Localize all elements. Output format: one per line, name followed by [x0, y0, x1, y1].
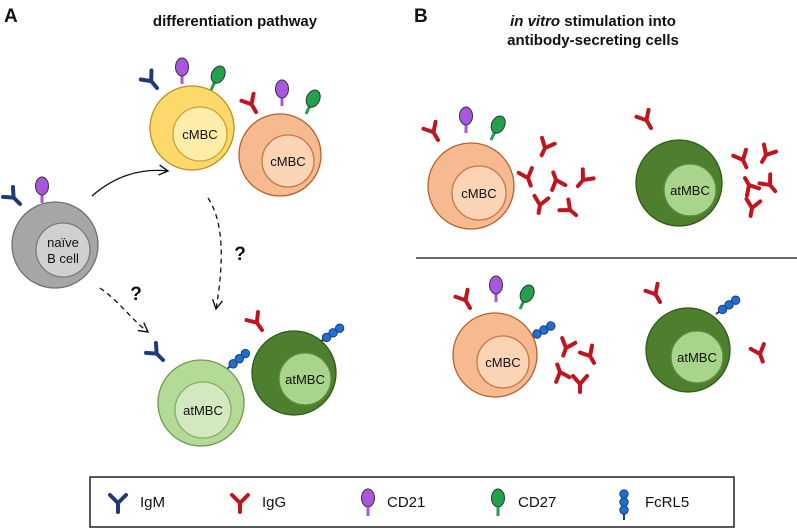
cd27-icon: [483, 112, 510, 145]
atmbc-dark-b-top-inner: [663, 163, 717, 217]
secreted-igg-cluster-1: [516, 135, 596, 223]
cd21-icon: [274, 78, 290, 108]
igg-icon: [453, 287, 479, 314]
naive-cell-label-line1: naïve: [47, 235, 79, 250]
panel-b-letter: B: [414, 6, 428, 27]
igg-icon: [244, 310, 270, 337]
igm-icon: [146, 343, 168, 365]
igg-icon: [554, 336, 578, 360]
legend-label-cd21: CD21: [387, 494, 425, 511]
igg-icon: [421, 119, 447, 146]
secreted-igg-cluster-3: [548, 336, 603, 394]
atmbc-dark-b-top-label: atMBC: [670, 183, 710, 198]
legend-label-cd27: CD27: [518, 494, 556, 511]
cmbc-orange-b-top-inner: [451, 165, 507, 221]
question-mark-2: ?: [234, 244, 246, 265]
cmbc-orange-a-inner: [261, 134, 315, 188]
legend-item-cd27: CD27: [490, 487, 556, 518]
legend-item-igg: IgG: [230, 493, 286, 514]
igg-icon: [516, 166, 540, 190]
atmbc-dark-cell-b-top: atMBC: [634, 107, 723, 227]
cmbc-orange-b-bottom-label: cMBC: [485, 355, 520, 370]
legend-item-fcrl5: FcRL5: [618, 488, 689, 521]
atmbc-dark-a-label: atMBC: [285, 372, 325, 387]
panel-a-title: differentiation pathway: [153, 13, 318, 30]
atmbc-dark-cell-b-bottom: atMBC: [643, 281, 743, 393]
legend-label-igm: IgM: [140, 494, 165, 511]
igm-icon: [3, 187, 25, 209]
cmbc-orange-cell-b-bottom: cMBC: [452, 274, 558, 398]
atmbc-dark-cell-a: atMBC: [244, 310, 347, 416]
igg-icon: [741, 196, 763, 220]
igg-icon: [753, 142, 779, 168]
panel-b-title-rest: stimulation into: [560, 13, 676, 30]
fcrl5-icon: [712, 293, 743, 319]
atmbc-dark-a-inner: [278, 352, 332, 406]
igg-icon: [643, 281, 669, 308]
legend-label-fcrl5: FcRL5: [645, 494, 689, 511]
cmbc-yellow-cell: cMBC: [138, 56, 235, 171]
atmbc-light-label: atMBC: [183, 403, 223, 418]
cmbc-orange-b-top-label: cMBC: [461, 186, 496, 201]
igg-icon: [577, 343, 603, 369]
panel-a-letter: A: [4, 6, 18, 27]
igg-icon: [570, 167, 596, 193]
cd27-icon: [203, 62, 230, 95]
cmbc-orange-cell-a: cMBC: [238, 78, 325, 197]
panel-b-title-italic: in vitro: [510, 13, 560, 30]
cd21-icon: [34, 175, 50, 205]
cmbc-orange-a-label: cMBC: [270, 154, 305, 169]
igg-icon: [757, 172, 783, 198]
arrow-naive-to-cmbc: [91, 164, 170, 197]
cmbc-orange-cell-b-top: cMBC: [421, 105, 515, 230]
igg-icon: [529, 193, 551, 217]
cd21-icon: [174, 56, 190, 86]
cmbc-orange-b-bottom-inner: [476, 335, 530, 389]
atmbc-light-inner: [174, 381, 232, 439]
arrow-cmbc-to-atmbc: [207, 197, 223, 311]
cd27-icon: [512, 281, 539, 314]
cd21-icon: [458, 105, 474, 135]
igg-icon: [533, 135, 557, 161]
panel-b-title-line2: antibody-secreting cells: [507, 32, 679, 49]
atmbc-dark-b-bottom-inner: [670, 330, 724, 384]
cmbc-yellow-inner: [172, 106, 228, 162]
naive-cell-inner: [35, 222, 91, 278]
cmbc-yellow-label: cMBC: [182, 127, 217, 142]
igg-icon: [239, 91, 265, 118]
atmbc-light-cell: atMBC: [146, 343, 253, 447]
igg-icon: [544, 168, 568, 192]
igg-icon: [748, 342, 772, 366]
igg-icon: [548, 360, 572, 384]
fcrl5-icon: [223, 346, 253, 374]
igg-icon: [634, 107, 660, 134]
legend-label-igg: IgG: [262, 494, 286, 511]
cd21-icon: [488, 274, 504, 304]
igg-icon: [731, 147, 755, 173]
secreted-igg-cluster-2: [731, 142, 783, 220]
igg-icon: [571, 374, 589, 394]
legend: IgM IgG CD21 CD27 FcRL5: [89, 476, 735, 528]
panel-b-title-line1: in vitro stimulation into: [510, 13, 676, 30]
question-mark-1: ?: [130, 284, 142, 305]
atmbc-dark-b-bottom-label: atMBC: [677, 350, 717, 365]
naive-cell-label-line2: B cell: [47, 251, 79, 266]
naive-b-cell: naïve B cell: [3, 175, 99, 289]
igg-icon: [557, 197, 583, 223]
cd27-icon: [298, 86, 325, 119]
legend-item-cd21: CD21: [360, 487, 425, 518]
igm-icon: [138, 68, 165, 95]
igg-icon: [736, 172, 762, 198]
secreted-igg-cluster-4: [748, 342, 772, 366]
legend-item-igm: IgM: [108, 493, 165, 514]
